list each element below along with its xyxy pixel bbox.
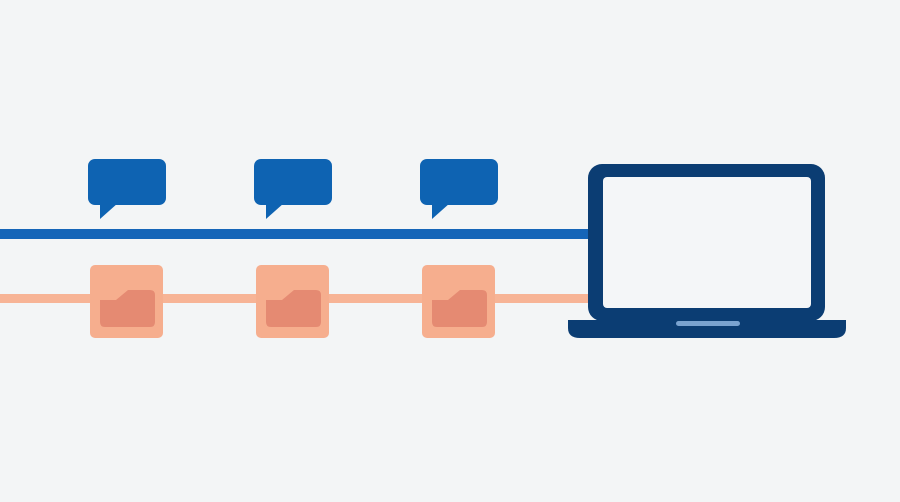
speech-bubble-icon	[420, 159, 498, 219]
speech-bubble-icon	[254, 159, 332, 219]
file-tile	[90, 265, 163, 338]
folder-icon	[100, 290, 155, 327]
folder-icon	[266, 290, 321, 327]
laptop-base	[568, 320, 846, 338]
file-tile	[256, 265, 329, 338]
trackpad-notch	[676, 321, 740, 326]
laptop-screen	[603, 177, 811, 308]
folder-icon	[432, 290, 487, 327]
file-tile	[422, 265, 495, 338]
speech-bubble-icon	[88, 159, 166, 219]
laptop-icon	[568, 164, 846, 338]
message-stream-line	[0, 229, 596, 239]
